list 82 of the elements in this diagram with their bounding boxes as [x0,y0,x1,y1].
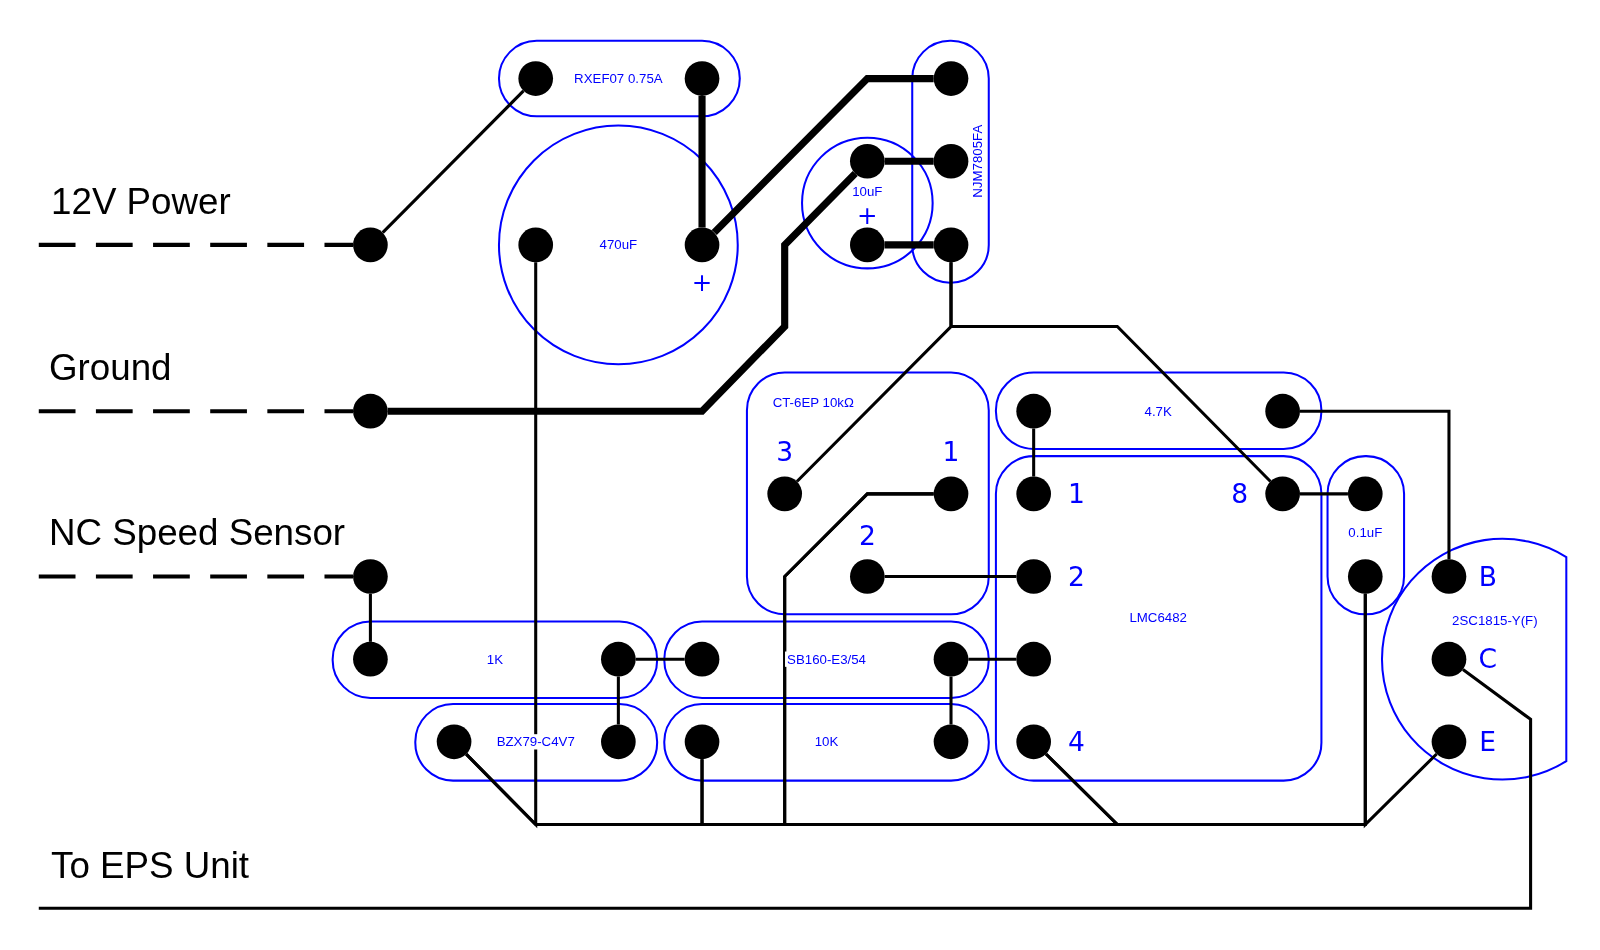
thick-wire-trace [711,75,934,236]
wire-trace [1363,593,1438,829]
pin-number: 3 [776,438,794,466]
solder-pad [684,61,720,96]
solder-pad [1265,476,1300,512]
solder-pad [850,559,885,594]
solder-pad [353,559,388,594]
solder-pad [353,641,388,677]
dashed-lead-wire [38,409,354,414]
trimmer-footprint [745,371,990,616]
solder-pad [1016,641,1051,677]
solder-pad [518,61,554,96]
solder-pad [933,724,969,760]
capacitor-footprint [497,124,739,366]
capacitor-footprint [801,136,934,270]
solder-pad [933,476,969,512]
terminal-label: Ground [49,349,172,386]
solder-pad [601,641,636,677]
solder-pad [933,61,969,96]
part-label: BZX79-C4V7 [494,734,577,750]
solder-pad [933,227,969,263]
fuse-footprint [497,39,741,118]
pin-number: B [1478,563,1497,590]
solder-pad [1431,724,1467,760]
solder-pad [1431,641,1467,677]
thick-wire-trace [698,95,706,228]
wire-trace [1300,492,1348,496]
thick-wire-trace [387,171,858,415]
polarity-mark: + [691,270,713,295]
diode-footprint [663,620,990,699]
pin-number: 2 [858,522,876,549]
thick-wire-trace [884,157,934,165]
pin-number: 1 [942,438,960,466]
dashed-lead-wire [38,242,354,247]
solder-pad [767,476,803,512]
pin-number: 4 [1068,728,1085,756]
resistor-footprint [331,620,659,699]
resistor-footprint [994,371,1323,450]
regulator-footprint [911,39,990,284]
wire-trace [368,593,372,642]
op-amp-footprint [994,455,1323,782]
solder-pad [1347,559,1383,594]
solder-pad [518,227,554,263]
wire-trace [381,89,525,234]
resistor-footprint [663,703,990,782]
dashed-lead-wire [38,574,354,579]
zener-diode-footprint [414,703,659,782]
solder-pad [1016,476,1051,512]
wire-trace [616,676,620,725]
solder-pad [601,724,636,760]
solder-pad [1265,393,1300,429]
wire-trace [1300,409,1451,560]
part-label: SB160-E3/54 [785,651,869,667]
pin-number: 8 [1231,480,1249,508]
terminal-label: NC Speed Sensor [49,514,346,551]
capacitor-footprint [1326,455,1406,616]
solder-pad [850,227,885,263]
solder-pad [1016,559,1051,594]
solder-pad [684,227,720,263]
solder-pad [436,724,472,760]
terminal-label: To EPS Unit [51,846,250,884]
terminal-label: 12V Power [51,183,231,221]
wire-trace [38,668,1533,910]
wire-trace [949,676,953,725]
pin-number: E [1479,728,1497,756]
solder-pad [1016,393,1051,429]
solder-pad [850,143,885,179]
wire-trace [949,262,1272,483]
polarity-mark: + [857,204,878,229]
solder-pad [684,724,720,760]
wire-trace [465,753,704,826]
solder-pad [1016,724,1051,760]
solder-pad [1347,476,1383,512]
solder-pad [933,641,969,677]
pin-number: C [1478,645,1497,673]
solder-pad [353,227,388,263]
pin-number: 2 [1068,563,1085,590]
pin-number: 1 [1068,480,1085,508]
solder-pad [353,393,388,429]
solder-pad [933,143,969,179]
solder-pad [1431,559,1467,594]
solder-pad [684,641,720,677]
